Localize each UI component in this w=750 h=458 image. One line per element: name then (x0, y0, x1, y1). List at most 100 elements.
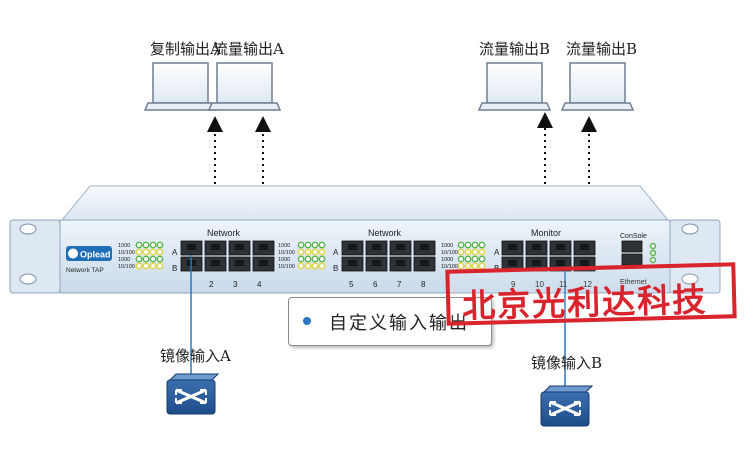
led-1-1-0 (135, 248, 143, 256)
port-number-1-1: 2 (209, 280, 214, 289)
led-2-1-1 (304, 248, 312, 256)
port-g3-3-b (549, 256, 572, 272)
console-led-2 (649, 256, 657, 264)
led-label-1-1: 10/100 (118, 250, 135, 256)
led-2-0-2 (311, 241, 319, 249)
label-stream-out-b1: 流量输出B (479, 40, 551, 58)
led-2-0-0 (297, 241, 305, 249)
led-2-1-2 (311, 248, 319, 256)
console-label: ConSole (620, 233, 647, 240)
led-3-0-1 (464, 241, 472, 249)
model-label: Network TAP (66, 267, 104, 274)
laptop-stream-out-a (207, 62, 282, 111)
port-number-1-2: 3 (233, 280, 238, 289)
port-g3-2-b (525, 256, 548, 272)
group-network-2-label: Network (368, 228, 402, 238)
label-mirror-in-a: 镜像输入A (160, 347, 231, 365)
port-g2-2-a (365, 240, 388, 256)
led-1-3-3 (156, 262, 164, 270)
switch-mirror-a (166, 373, 220, 415)
console-port-1 (621, 240, 643, 253)
led-3-3-2 (471, 262, 479, 270)
oplead-logo (66, 246, 112, 261)
port-number-1-3: 4 (257, 280, 262, 289)
led-2-3-3 (318, 262, 326, 270)
led-1-1-1 (142, 248, 150, 256)
led-3-2-3 (478, 255, 486, 263)
port-g1-4-b (252, 256, 275, 272)
port-g2-1-a (341, 240, 364, 256)
led-2-1-0 (297, 248, 305, 256)
status-leds (135, 241, 657, 270)
port-number-3-3: 11 (559, 280, 568, 289)
port-g1-2-a (204, 240, 227, 256)
led-2-3-1 (304, 262, 312, 270)
led-label-1-2: 1000 (118, 257, 130, 263)
led-3-2-1 (464, 255, 472, 263)
row-a-label-2: A (333, 248, 339, 257)
port-g3-4-a (573, 240, 596, 256)
led-3-0-2 (471, 241, 479, 249)
led-3-3-0 (457, 262, 465, 270)
led-2-1-3 (318, 248, 326, 256)
console-port-2 (621, 253, 643, 266)
console-led-0 (649, 242, 657, 250)
row-a-label-3: A (494, 248, 500, 257)
row-b-label-2: B (333, 264, 338, 273)
port-number-2-4: 8 (421, 280, 426, 289)
led-3-2-2 (471, 255, 479, 263)
led-3-0-0 (457, 241, 465, 249)
led-1-2-3 (156, 255, 164, 263)
led-1-2-0 (135, 255, 143, 263)
led-3-0-3 (478, 241, 486, 249)
led-1-2-1 (142, 255, 150, 263)
port-g2-3-b (389, 256, 412, 272)
switch-mirror-b (540, 385, 594, 427)
port-g2-3-a (389, 240, 412, 256)
row-a-label-1: A (172, 248, 178, 257)
label-stream-out-a: 流量输出A (213, 40, 284, 58)
led-3-3-1 (464, 262, 472, 270)
led-1-3-2 (149, 262, 157, 270)
group-network-1-label: Network (207, 228, 241, 238)
led-1-3-1 (142, 262, 150, 270)
led-2-2-3 (318, 255, 326, 263)
laptop-copy-out-a (143, 62, 218, 111)
led-1-0-3 (156, 241, 164, 249)
led-1-3-0 (135, 262, 143, 270)
port-g3-3-a (549, 240, 572, 256)
led-speed-labels: 100010/100100010/100100010/100100010/100… (118, 243, 458, 270)
port-g2-2-b (365, 256, 388, 272)
port-g3-2-a (525, 240, 548, 256)
port-number-3-4: 12 (583, 280, 592, 289)
label-stream-out-b2: 流量输出B (566, 40, 638, 58)
row-b-label-3: B (494, 264, 499, 273)
led-label-2-2: 1000 (278, 257, 290, 263)
group-monitor-label: Monitor (531, 228, 561, 238)
led-2-2-0 (297, 255, 305, 263)
led-1-0-2 (149, 241, 157, 249)
led-1-2-2 (149, 255, 157, 263)
port-g1-4-a (252, 240, 275, 256)
led-1-1-3 (156, 248, 164, 256)
port-g2-4-b (413, 256, 436, 272)
led-label-3-3: 10/100 (441, 264, 458, 270)
led-label-2-0: 1000 (278, 243, 290, 249)
custom-io-callout: 自定义输入输出 (288, 297, 492, 346)
laptop-stream-out-b2 (560, 62, 635, 111)
led-3-1-1 (464, 248, 472, 256)
brand-label: Oplead (80, 250, 111, 260)
led-3-1-2 (471, 248, 479, 256)
port-number-2-3: 7 (397, 280, 402, 289)
led-2-0-1 (304, 241, 312, 249)
stamp-text: 北京光利达科技 (461, 279, 708, 326)
led-2-2-2 (311, 255, 319, 263)
led-2-3-0 (297, 262, 305, 270)
label-copy-out-a: 复制输出A (150, 40, 221, 58)
ethernet-label: Ethernet (620, 279, 647, 286)
port-number-2-2: 6 (373, 280, 378, 289)
port-g3-1-a (501, 240, 524, 256)
port-g1-2-b (204, 256, 227, 272)
